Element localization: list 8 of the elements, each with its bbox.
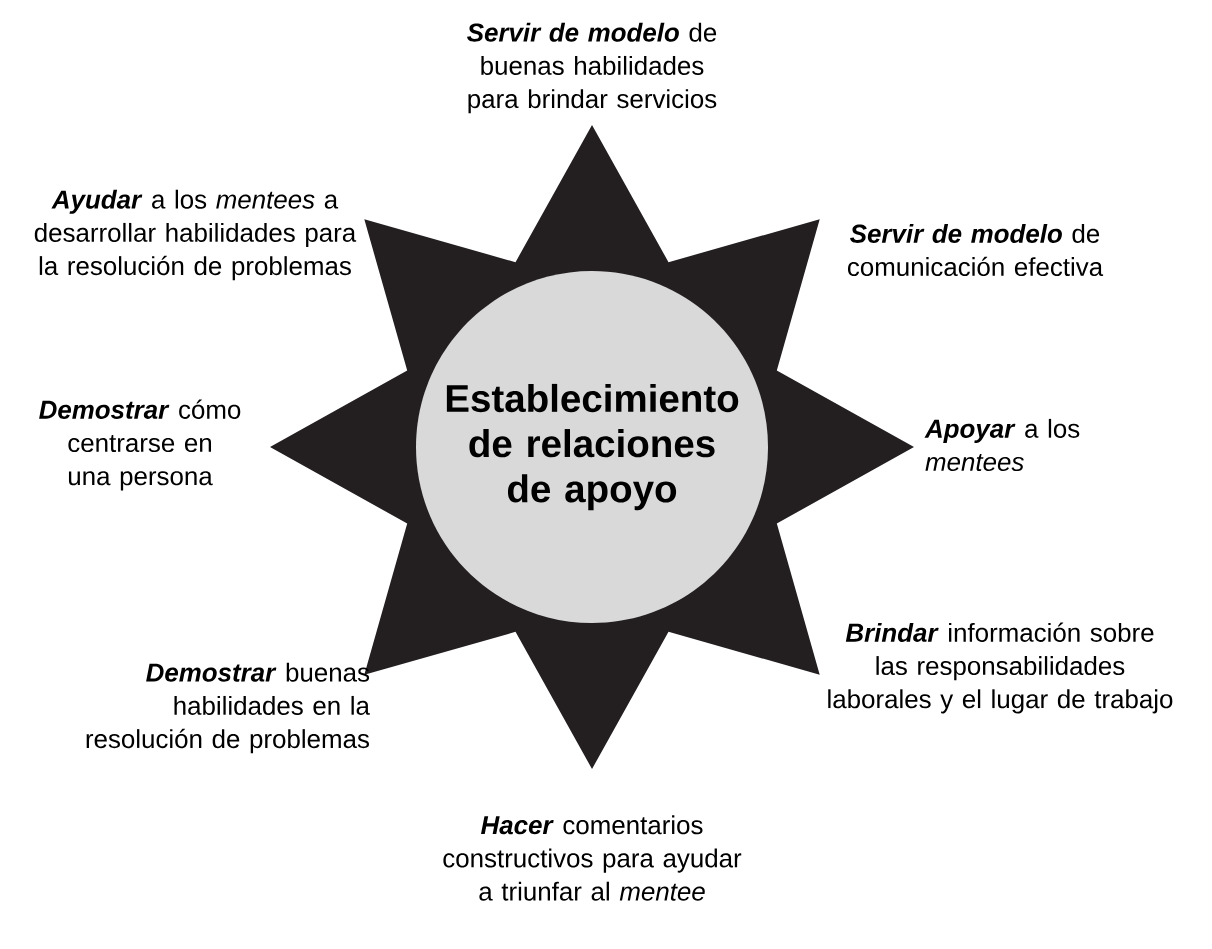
- callout-text: Ayudar a los mentees a desarrollar habilidades para la resolución de problemas: [34, 189, 357, 281]
- callout-text: Hacer comentarios constructivos para ayudar a triunfar al mentee: [443, 815, 742, 901]
- callout-text: Servir de modelo de comunicación efectiva: [847, 223, 1104, 277]
- callout-text: Brindar información sobre las responsabilidades laborales y el lugar de trabajo: [828, 622, 1173, 714]
- callout-text: Apoyar a los mentees: [924, 418, 1080, 472]
- callout-text: Demostrar cómo centrarse en una persona: [39, 399, 241, 491]
- callout-text: Demostrar buenas habilidades en la resolución de problemas: [86, 662, 370, 754]
- callout-text: Servir de modelo de buenas habilidades para brindar servicios: [467, 22, 717, 114]
